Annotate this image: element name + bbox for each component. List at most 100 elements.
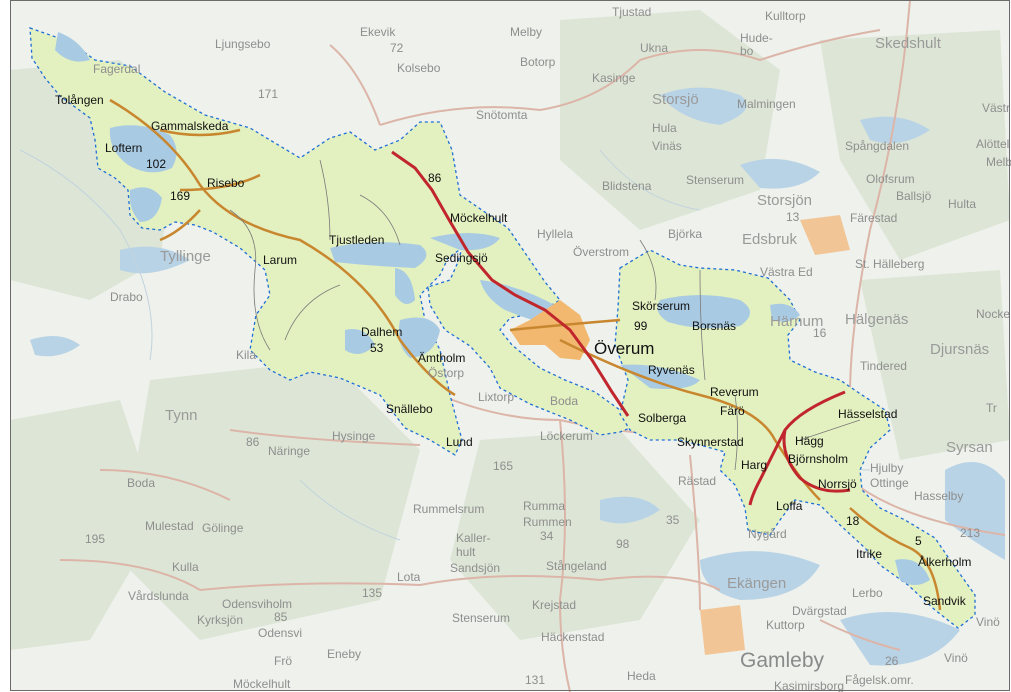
background-labels: Tjustad Kulltorp Ekevik 72 Melby Ukna Hu…: [85, 5, 1011, 692]
bg-label: Snötomta: [476, 108, 528, 122]
bg-label: Kaller-: [456, 531, 491, 545]
area-label: Norrsjö: [818, 477, 857, 491]
bg-label: Kuttorp: [766, 618, 805, 632]
bg-label: Kasinge: [592, 71, 636, 85]
bg-label: Stenserum: [452, 611, 510, 625]
bg-label: Rummelsrum: [413, 502, 484, 516]
bg-label: Malmingen: [737, 97, 796, 111]
bg-label: Ukna: [640, 41, 668, 55]
area-label: Reverum: [710, 385, 759, 399]
area-label: Tolången: [55, 93, 104, 107]
bg-label: Botorp: [520, 55, 556, 69]
bg-label: Vinö: [944, 651, 968, 665]
area-label: Dalhem: [361, 325, 402, 339]
area-label: Ljungsebo: [215, 37, 271, 51]
bg-label: Häckenstad: [541, 630, 604, 644]
bg-label: Syrsan: [946, 439, 993, 456]
bg-label: Odensviholm: [222, 597, 292, 611]
bg-label: Fågelsk.omr.: [845, 673, 914, 687]
bg-label: 35: [666, 513, 680, 527]
bg-label: Melby: [510, 25, 542, 39]
area-label: Borsnäs: [692, 319, 736, 333]
area-label: Solberga: [638, 411, 686, 425]
bg-label: Dvärgstad: [792, 604, 847, 618]
bg-label: Västr: [982, 101, 1010, 115]
area-label: Hägg: [795, 434, 824, 448]
main-road[interactable]: [391, 150, 630, 417]
bg-label: Stångeland: [546, 559, 607, 573]
bg-label: Tr: [986, 401, 997, 415]
bg-label: Hysinge: [332, 429, 376, 443]
bg-label: 16: [813, 326, 827, 340]
area-label: Björnsholm: [788, 452, 848, 466]
area-label: Lund: [446, 435, 473, 449]
bg-label: Björka: [668, 227, 702, 241]
bg-label: bo: [740, 44, 754, 58]
bg-label: 86: [246, 435, 260, 449]
bg-label: Kyrksjön: [197, 613, 243, 627]
bg-label: Rumma: [523, 499, 565, 513]
bg-label: Nygård: [748, 527, 787, 541]
area-label: Tjustleden: [329, 233, 384, 247]
bg-label: Lerbo: [852, 586, 883, 600]
bg-label: Drabo: [110, 290, 143, 304]
town-areas: [700, 215, 850, 655]
bg-label: Olofsrum: [866, 172, 915, 186]
bg-label: Lota: [397, 570, 421, 584]
bg-label: Melby: [986, 155, 1011, 169]
bg-label: Kulltorp: [765, 9, 806, 23]
area-label: 86: [428, 171, 442, 185]
bg-label: Överstrom: [573, 245, 629, 259]
area-label: 53: [370, 341, 384, 355]
area-label: Sedingsjö: [435, 251, 488, 265]
area-label: Ämtholm: [418, 351, 465, 365]
bg-label: Tindered: [860, 359, 907, 373]
bg-label: Västra Ed: [760, 265, 813, 279]
bg-label: Möckelhult: [233, 677, 291, 691]
bg-label: 26: [885, 654, 899, 668]
area-label: Larum: [263, 253, 297, 267]
bg-label: Sandsjön: [450, 561, 500, 575]
background-roads: [59, 0, 1006, 692]
area-label: Snällebo: [386, 402, 433, 416]
bg-label: Spångdalen: [845, 139, 909, 153]
main-road-east[interactable]: [748, 390, 851, 506]
bg-label: Färestad: [850, 211, 897, 225]
area-label: 99: [634, 319, 648, 333]
bg-label: Alöttel: [976, 137, 1009, 151]
bg-label: 13: [786, 210, 800, 224]
bg-label: Storsjö: [652, 91, 699, 108]
area-label: 169: [170, 189, 190, 203]
area-label: Risebo: [207, 176, 245, 190]
bg-label: Hjulby: [870, 461, 903, 475]
area-label: Harg: [741, 458, 767, 472]
bg-label: 195: [85, 532, 105, 546]
bg-label: Hyllela: [537, 227, 573, 241]
bg-label: Vårdslunda: [128, 589, 189, 603]
bg-label: Kasimirsborg: [774, 679, 844, 692]
area-label: Möckelhult: [450, 211, 508, 225]
area-label: Östorp: [428, 366, 464, 380]
area-label: 5: [915, 534, 922, 548]
bg-label: Näringe: [268, 444, 310, 458]
bg-label: Hälgenäs: [845, 311, 908, 328]
bg-label: Ekängen: [727, 575, 786, 592]
area-label: Fagerdal: [93, 62, 140, 76]
bg-label: Rästad: [678, 474, 716, 488]
bg-label: Kulla: [172, 560, 199, 574]
bg-label: Gamleby: [740, 649, 825, 672]
bg-label: Gölinge: [202, 521, 244, 535]
bg-label: Vinö: [976, 615, 1000, 629]
area-label: Hässelstad: [838, 407, 897, 421]
area-label: Färö: [720, 404, 745, 418]
bg-label: Storsjön: [757, 192, 812, 209]
bg-label: Tynn: [165, 407, 198, 424]
bg-label: Boda: [550, 394, 578, 408]
bg-label: Edsbruk: [742, 231, 798, 248]
area-label: Tyllinge: [160, 248, 211, 265]
bg-label: Hude-: [740, 31, 773, 45]
bg-label: Krejstad: [532, 598, 576, 612]
bg-label: 213: [960, 526, 980, 540]
area-label: Skörserum: [632, 299, 690, 313]
